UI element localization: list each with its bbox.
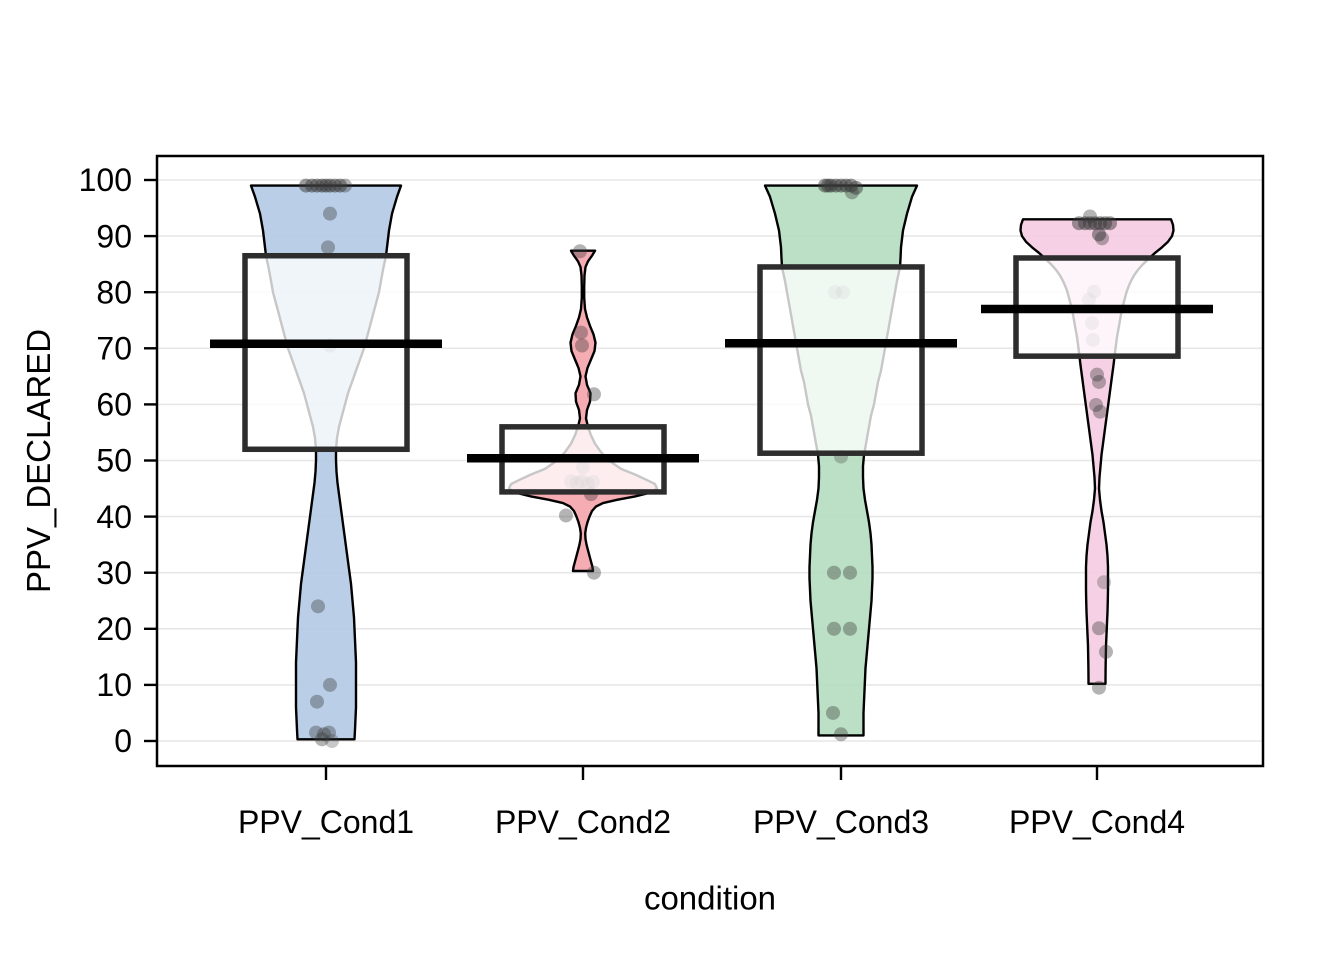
inference-box-cond1 <box>242 252 410 453</box>
y-tick-label-0: 0 <box>114 723 132 759</box>
data-point <box>311 599 325 614</box>
inference-band-cond3 <box>760 266 922 454</box>
data-point <box>587 387 601 402</box>
y-tick-label-80: 80 <box>96 274 132 310</box>
data-point <box>321 240 335 255</box>
y-tick-label-20: 20 <box>96 611 132 647</box>
x-tick-label-4: PPV_Cond4 <box>1009 804 1185 840</box>
data-point <box>1103 216 1117 231</box>
y-tick-label-40: 40 <box>96 499 132 535</box>
data-point <box>338 178 352 193</box>
y-tick-label-100: 100 <box>79 162 132 198</box>
data-point <box>1097 575 1111 590</box>
data-point <box>827 621 841 636</box>
data-layer <box>210 178 1213 748</box>
data-point <box>849 180 863 195</box>
data-point <box>1089 397 1103 412</box>
data-point <box>821 178 835 193</box>
data-point <box>323 677 337 692</box>
y-tick-label-50: 50 <box>96 443 132 479</box>
x-tick-label-2: PPV_Cond2 <box>495 804 671 840</box>
y-axis-title: PPV_DECLARED <box>20 329 57 593</box>
inference-band-cond1 <box>245 255 407 450</box>
violin-cond2 <box>507 249 659 573</box>
x-tick-label-1: PPV_Cond1 <box>238 804 414 840</box>
data-point <box>1090 367 1104 382</box>
data-point <box>1095 231 1109 246</box>
y-tick-label-30: 30 <box>96 555 132 591</box>
data-point <box>309 725 323 740</box>
points-cond1 <box>299 178 352 748</box>
data-point <box>1099 644 1113 659</box>
data-point <box>1092 680 1106 695</box>
data-point <box>1093 404 1107 419</box>
data-point <box>559 508 573 523</box>
y-tick-label-10: 10 <box>96 667 132 703</box>
data-point <box>574 325 588 340</box>
data-point <box>1092 227 1106 242</box>
data-point <box>845 185 859 200</box>
data-point <box>323 206 337 221</box>
y-tick-label-60: 60 <box>96 387 132 423</box>
data-point <box>843 565 857 580</box>
y-tick-label-90: 90 <box>96 218 132 254</box>
x-tick-label-3: PPV_Cond3 <box>753 804 929 840</box>
data-point <box>322 725 336 740</box>
inference-box-cond3 <box>757 264 925 456</box>
data-point <box>573 244 587 259</box>
data-point <box>317 727 331 742</box>
data-point <box>587 565 601 580</box>
data-point <box>827 565 841 580</box>
data-point <box>310 694 324 709</box>
data-point <box>843 621 857 636</box>
data-point <box>315 732 329 747</box>
x-axis-title: condition <box>644 880 776 917</box>
data-point <box>826 705 840 720</box>
y-tick-label-70: 70 <box>96 331 132 367</box>
data-point <box>834 727 848 742</box>
data-point <box>1092 374 1106 389</box>
data-point <box>1092 621 1106 636</box>
data-point <box>575 338 589 353</box>
data-point <box>325 734 339 748</box>
data-point <box>333 178 347 193</box>
